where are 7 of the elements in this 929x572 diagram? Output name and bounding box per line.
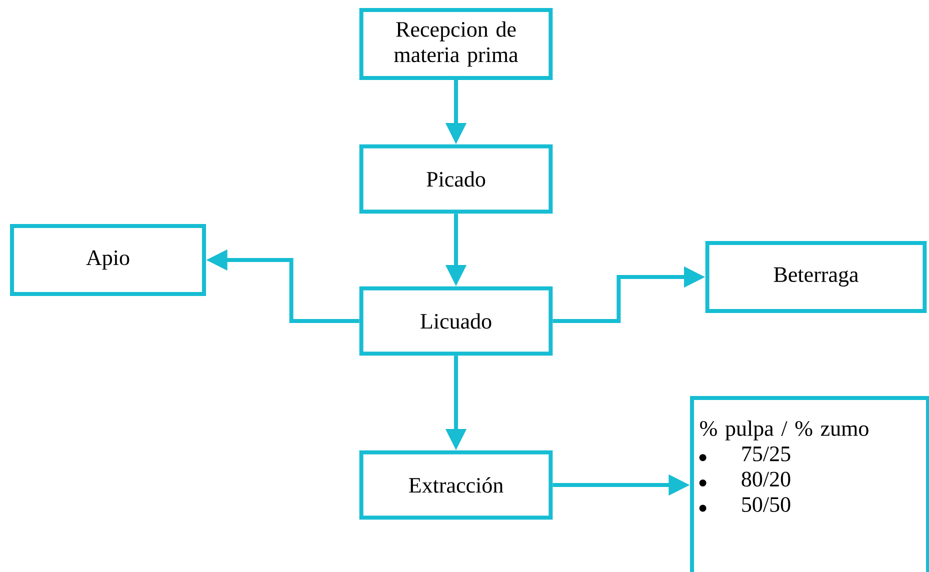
process-box: Extracción <box>359 450 553 520</box>
process-box: Apio <box>10 224 206 296</box>
process-box: Beterraga <box>705 241 927 313</box>
process-box: Recepcion de materia prima <box>359 8 553 80</box>
process-box: Picado <box>359 144 553 214</box>
process-box: Licuado <box>359 286 553 356</box>
note-box: % pulpa / % zumo 75/25 80/20 50/50 <box>690 396 929 572</box>
